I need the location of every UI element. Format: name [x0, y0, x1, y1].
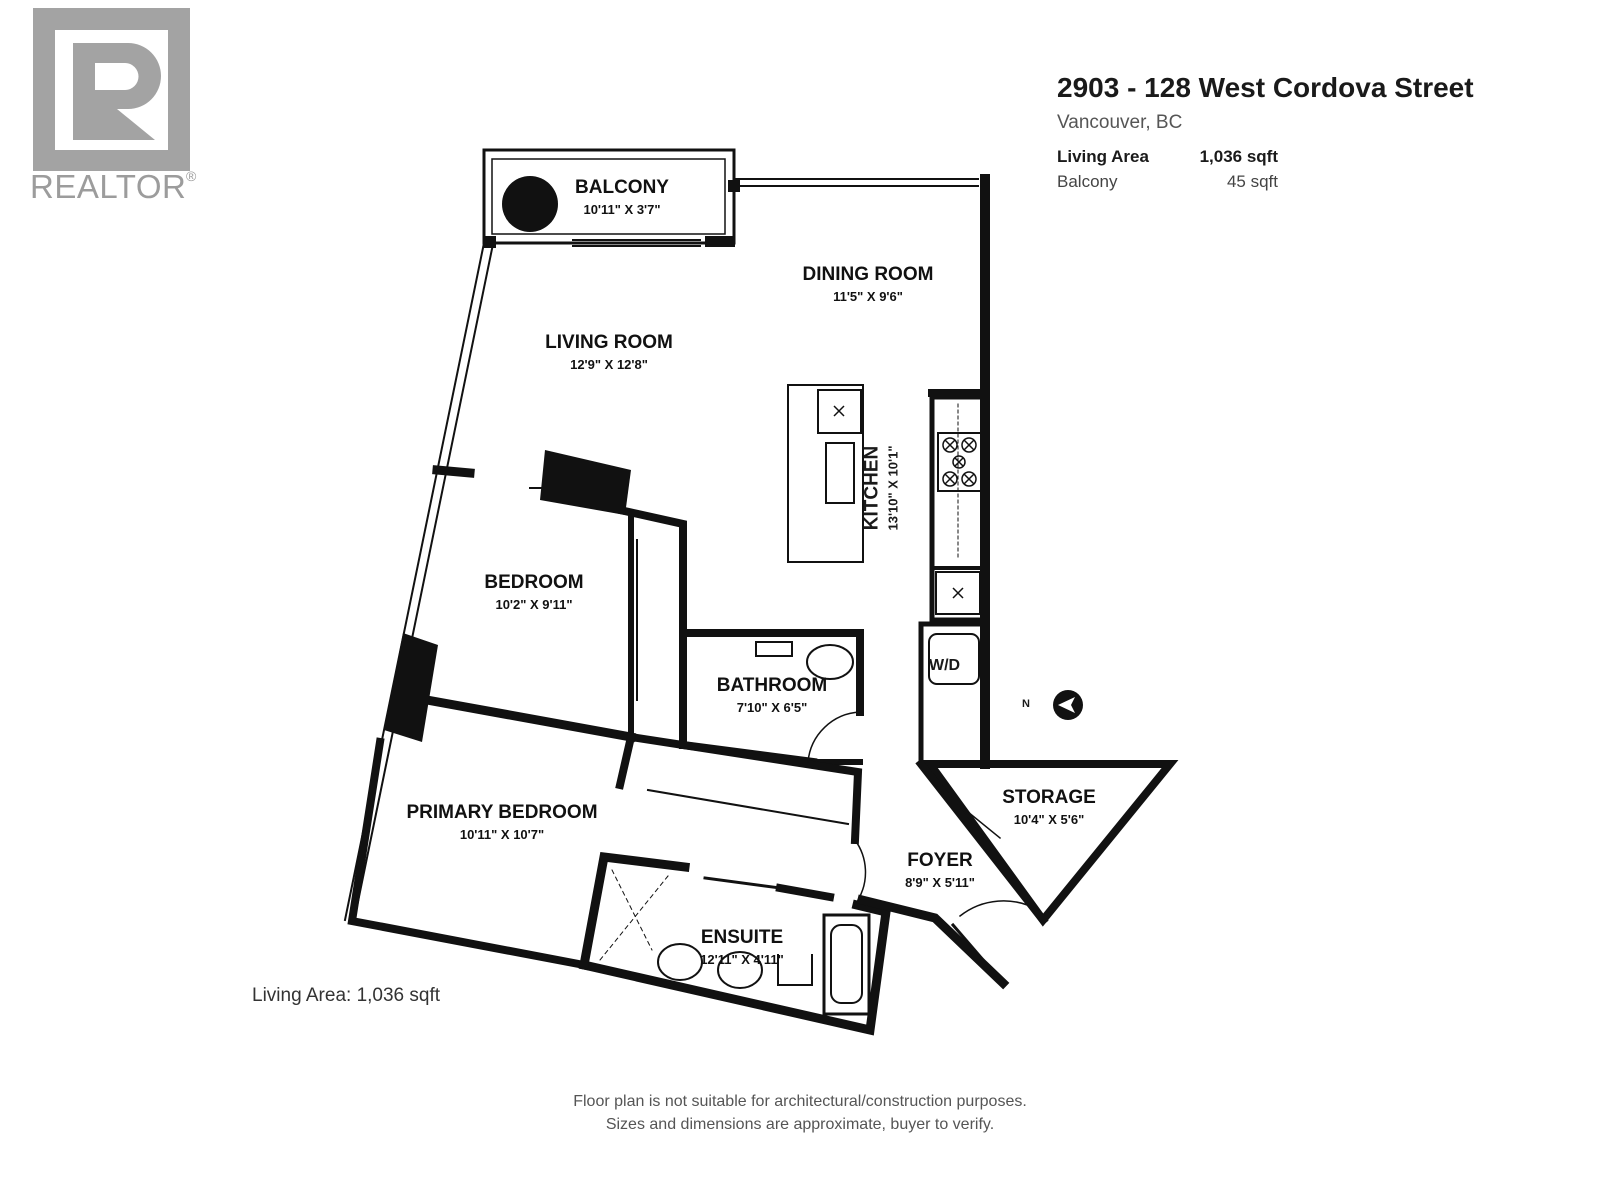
realtor-wordmark: REALTOR: [30, 168, 187, 205]
realtor-r-icon: [33, 8, 190, 171]
registered-mark: ®: [186, 168, 197, 184]
disclaimer-line-1: Floor plan is not suitable for architect…: [573, 1093, 1027, 1110]
room-ensuite: ENSUITE 12'11" X 4'11": [700, 927, 784, 967]
disclaimer-line-2: Sizes and dimensions are approximate, bu…: [605, 1116, 995, 1133]
room-storage: STORAGE 10'4" X 5'6": [1002, 787, 1096, 827]
living-area-label: Living Area: [1057, 147, 1149, 166]
property-address: 2903 - 128 West Cordova Street: [1057, 72, 1474, 103]
living-area-value: 1,036 sqft: [1199, 147, 1278, 166]
north-arrow-icon: [1053, 690, 1083, 720]
column: [384, 633, 438, 742]
balcony-area-value: 45 sqft: [1226, 172, 1278, 191]
balcony-planter: [502, 176, 558, 232]
property-city: Vancouver, BC: [1057, 112, 1183, 133]
balcony-outline: [482, 148, 736, 245]
washer-dryer-label: W/D: [929, 657, 961, 674]
living-area-footer: Living Area: 1,036 sqft: [252, 985, 441, 1006]
room-dining: DINING ROOM 11'5" X 9'6": [802, 264, 934, 304]
north-label: N: [1022, 698, 1030, 710]
room-foyer: FOYER 8'9" X 5'11": [905, 850, 975, 890]
room-primary-bedroom: PRIMARY BEDROOM 10'11" X 10'7": [406, 802, 598, 842]
column: [540, 450, 631, 515]
room-bathroom: BATHROOM 7'10" X 6'5": [716, 675, 828, 715]
cooktop-burners: [833, 405, 977, 599]
realtor-logo: [33, 8, 190, 171]
room-balcony: BALCONY 10'11" X 3'7": [575, 177, 669, 217]
room-bedroom: BEDROOM 10'2" X 9'11": [484, 572, 584, 612]
balcony-area-label: Balcony: [1057, 172, 1118, 191]
room-kitchen: KITCHEN 13'10" X 10'1": [861, 445, 901, 531]
room-living: LIVING ROOM 12'9" X 12'8": [545, 332, 673, 372]
